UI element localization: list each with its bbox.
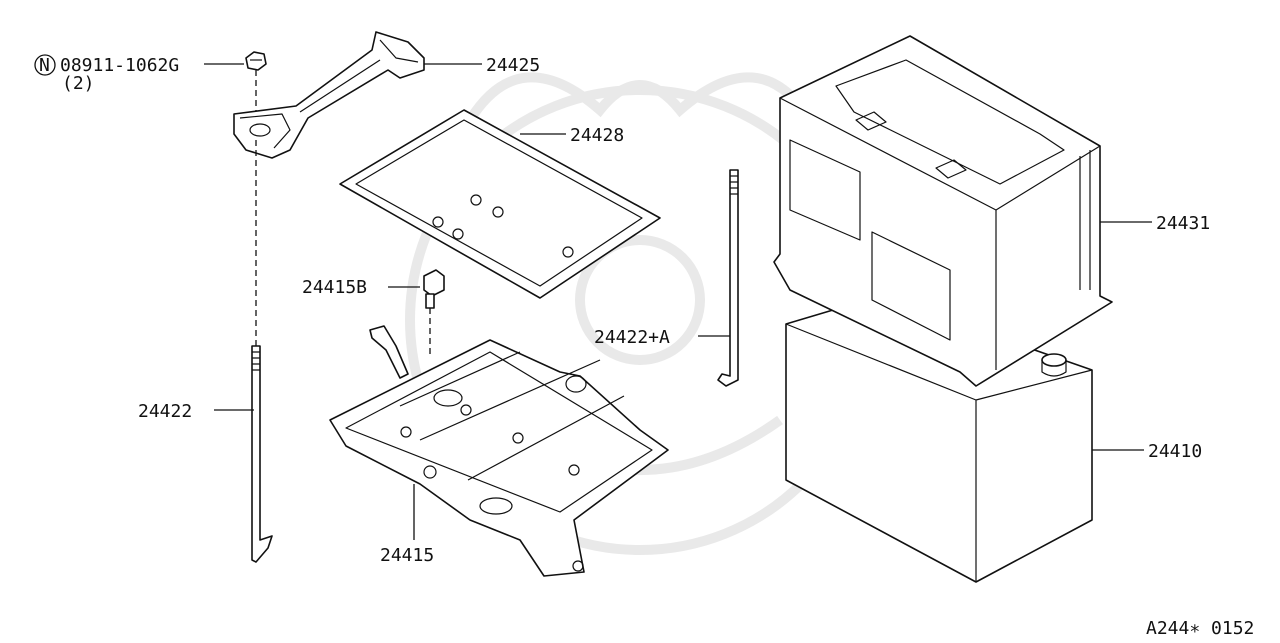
figure-code: A244∗ 0152: [1146, 618, 1254, 638]
label-battery: 24410: [1148, 441, 1202, 462]
gasket-part: [339, 109, 661, 299]
label-nut: 08911-1062G: [60, 55, 179, 76]
label-rod-left: 24422: [138, 401, 192, 422]
frame-part: [233, 31, 425, 159]
rod-left-part: [251, 345, 273, 563]
nut-marker-text: N: [39, 55, 50, 76]
bolt-part: [423, 269, 445, 309]
label-bolt: 24415B: [302, 277, 367, 298]
label-cover: 24431: [1156, 213, 1210, 234]
label-tray: 24415: [380, 545, 434, 566]
cover-part: [773, 35, 1113, 387]
label-nut-qty: (2): [62, 73, 95, 94]
label-rod-right: 24422+A: [594, 327, 670, 348]
nut-part: [245, 51, 267, 71]
label-gasket: 24428: [570, 125, 624, 146]
label-frame: 24425: [486, 55, 540, 76]
tray-part: [329, 325, 669, 577]
nut-marker-circle: [34, 54, 56, 76]
rod-right-part: [717, 169, 739, 387]
